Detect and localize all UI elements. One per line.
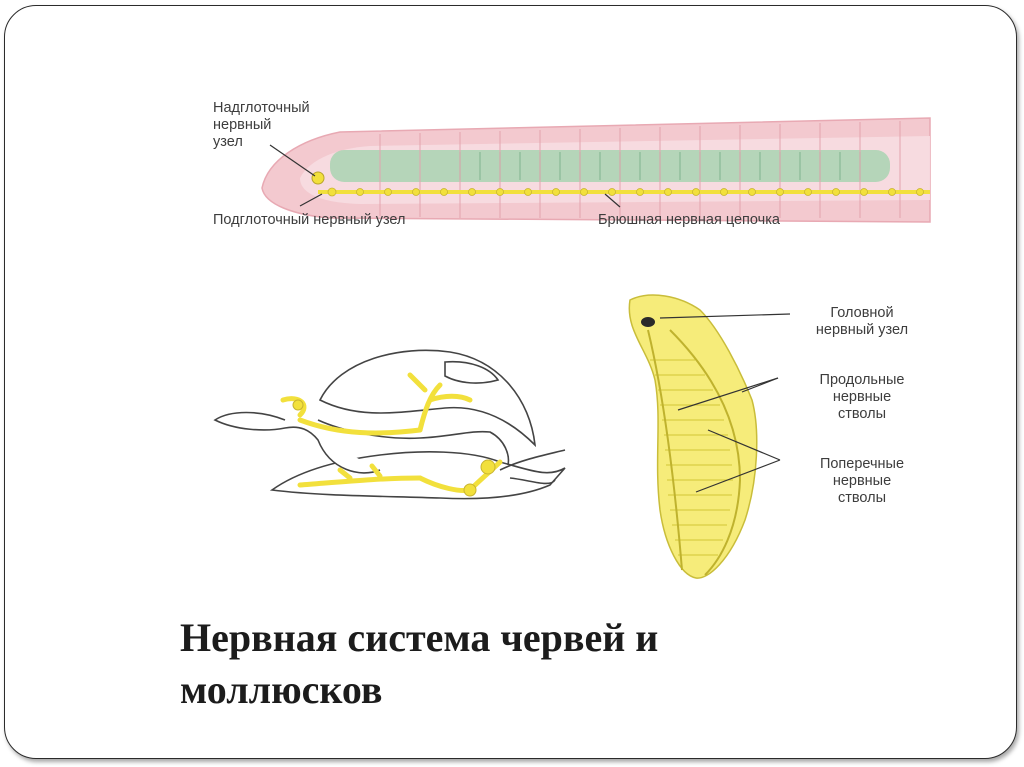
label-longitudinal-trunks-line1: Продольные: [782, 372, 942, 389]
mollusc-diagram: [215, 350, 565, 498]
label-transverse-trunks-line1: Поперечные: [782, 456, 942, 473]
mollusc-ganglion-pedal: [464, 484, 476, 496]
label-longitudinal-trunks-line3: стволы: [782, 406, 942, 423]
mollusc-ganglion-visceral: [481, 460, 495, 474]
supraesophageal-ganglion: [312, 172, 324, 184]
label-supraesophageal-line3: узел: [213, 134, 243, 151]
mollusc-shell-lobe: [445, 362, 498, 383]
slide-title-line2: моллюсков: [180, 664, 658, 716]
label-longitudinal-trunks-line2: нервные: [782, 389, 942, 406]
label-supraesophageal-line2: нервный: [213, 117, 271, 134]
label-supraesophageal-line1: Надглоточный: [213, 100, 310, 117]
slide-title: Нервная система червей и моллюсков: [180, 612, 658, 716]
planarian-body: [629, 295, 756, 578]
label-head-ganglion-line2: нервный узел: [782, 322, 942, 339]
label-ventral-nerve-chain: Брюшная нервная цепочка: [598, 212, 780, 229]
planarian-diagram: [629, 295, 790, 578]
planarian-head-ganglion: [641, 317, 655, 327]
mollusc-body: [272, 452, 565, 499]
earthworm-diagram: [262, 118, 930, 222]
label-transverse-trunks-line3: стволы: [782, 490, 942, 507]
slide-title-line1: Нервная система червей и: [180, 612, 658, 664]
mollusc-ganglion-cerebral: [293, 400, 303, 410]
mollusc-head: [215, 413, 380, 473]
label-transverse-trunks-line2: нервные: [782, 473, 942, 490]
label-head-ganglion-line1: Головной: [782, 305, 942, 322]
earthworm-gut: [330, 150, 890, 182]
label-subesophageal-ganglion: Подглоточный нервный узел: [213, 212, 405, 229]
